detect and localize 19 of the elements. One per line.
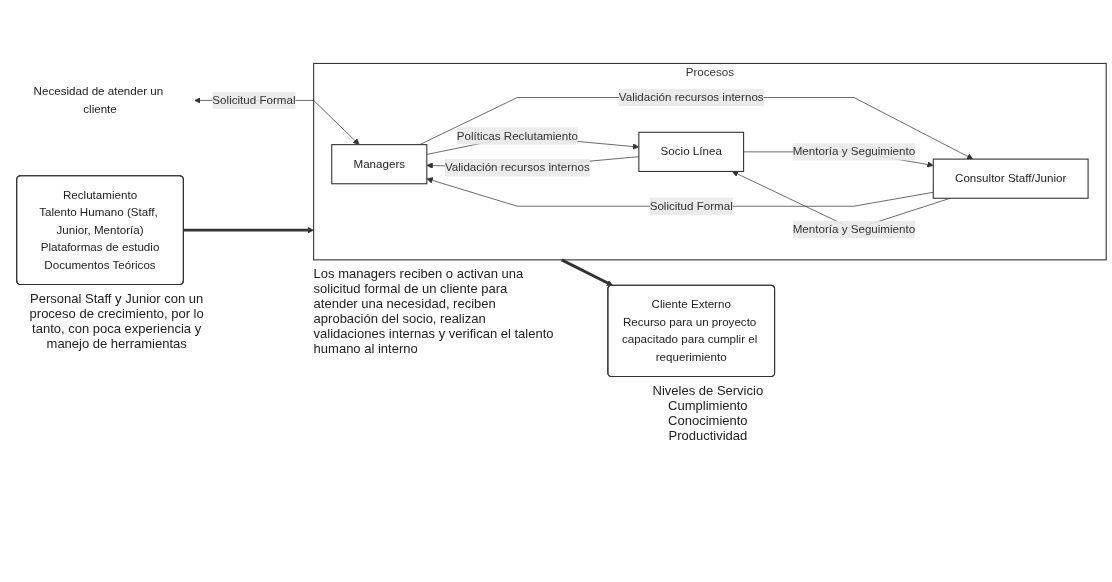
edge-label: Validación recursos internos	[444, 161, 590, 174]
node-note: Cumplimiento	[667, 397, 749, 413]
arrow	[560, 258, 614, 286]
node-box: Consultor Staff/Junior	[932, 158, 1089, 199]
node-note: Niveles de Servicio	[651, 382, 765, 398]
node-note: Los managers reciben o activan una solicitud formal de un cliente para atender una necesidad, reciben aprobación del socio, realizan validaciones internas y verifican el talento humano al interno	[313, 265, 554, 356]
edge-label: Políticas Reclutamiento	[456, 129, 578, 142]
edge-label: Solicitud Formal	[212, 93, 296, 107]
node-text: Necesidad de atender un cliente	[33, 85, 164, 115]
edge-label: Mentoría y Seguimiento	[792, 145, 916, 158]
node-box: Socio Línea	[638, 131, 745, 172]
edge-label: Validación recursos internos	[618, 90, 764, 104]
edge-label: Mentoría y Seguimiento	[792, 222, 916, 236]
node-note: Conocimiento	[667, 412, 749, 428]
edge-label: Solicitud Formal	[649, 199, 733, 213]
node-note: Productividad	[667, 427, 749, 443]
node-box: Managers	[331, 144, 428, 185]
node-note: Personal Staff y Junior con un proceso de crecimiento, por lo tanto, con poca experiencia y manejo de herramientas	[28, 290, 205, 351]
arrow	[183, 226, 314, 234]
